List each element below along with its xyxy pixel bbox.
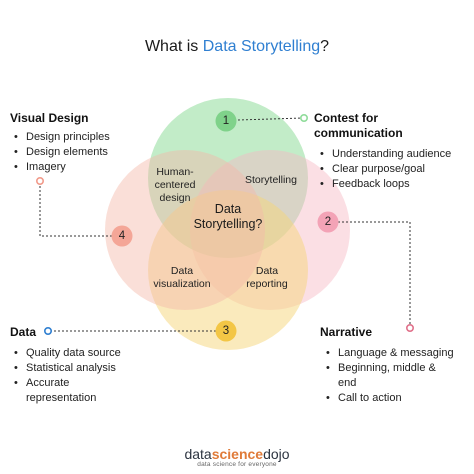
number-4-bubble — [111, 225, 133, 247]
list-item: Statistical analysis — [14, 361, 121, 375]
marker-1 — [299, 114, 308, 123]
overlap-human-centered-design: Human- centered design — [154, 166, 196, 204]
overlap-data-visualization: Data visualization — [153, 265, 211, 290]
list-item-continuation: representation — [26, 392, 97, 404]
list-item: Design elements — [14, 145, 110, 159]
list-item: Accurate — [14, 376, 121, 390]
connector-1 — [237, 117, 303, 121]
number-1: 1 — [222, 115, 230, 127]
list-item: Clear purpose/goal — [320, 162, 451, 176]
connector-2 — [338, 221, 411, 326]
narrative-title: Narrative — [320, 325, 373, 339]
list-item: Design principles — [14, 130, 110, 144]
number-3: 3 — [222, 325, 230, 337]
list-item: Call to action — [326, 391, 454, 405]
list-item-continuation: end — [338, 377, 357, 389]
list-item: Imagery — [14, 160, 110, 174]
list-item: Understanding audience — [320, 147, 451, 161]
narrative-list: Language & messaging Beginning, middle &… — [326, 346, 454, 406]
contest-list: Understanding audience Clear purpose/goa… — [320, 147, 451, 192]
visual-design-list: Design principles Design elements Imager… — [14, 130, 110, 175]
logo-tagline: data science for everyone — [197, 461, 277, 468]
visual-design-title: Visual Design — [10, 111, 89, 125]
marker-2 — [405, 323, 414, 332]
marker-4 — [35, 177, 44, 186]
datasciencedojo-logo: datasciencedojo data science for everyon… — [0, 446, 474, 468]
number-1-bubble — [215, 110, 237, 132]
data-list: Quality data source Statistical analysis… — [14, 346, 121, 406]
number-2-bubble — [317, 211, 339, 233]
number-2: 2 — [324, 216, 332, 228]
overlap-storytelling: Storytelling — [245, 174, 297, 186]
overlap-data-reporting: Data reporting — [246, 265, 288, 290]
page-title: What is Data Storytelling? — [0, 38, 474, 56]
venn-circle-left — [105, 150, 265, 310]
number-4: 4 — [118, 230, 126, 242]
title-prefix: What is — [144, 38, 203, 55]
list-item: Feedback loops — [320, 177, 451, 191]
list-item: Quality data source — [14, 346, 121, 360]
data-title: Data — [10, 325, 37, 339]
center-label: Data Storytelling? — [193, 202, 263, 231]
list-item: Beginning, middle & — [326, 361, 454, 375]
marker-3 — [43, 326, 52, 335]
connector-4 — [39, 182, 112, 237]
contest-title: Contest for communication — [314, 111, 403, 140]
number-3-bubble — [215, 320, 237, 342]
title-accent: Data Storytelling — [202, 38, 321, 55]
list-item: Language & messaging — [326, 346, 454, 360]
venn-circle-bottom — [148, 190, 308, 350]
title-suffix: ? — [320, 38, 330, 55]
